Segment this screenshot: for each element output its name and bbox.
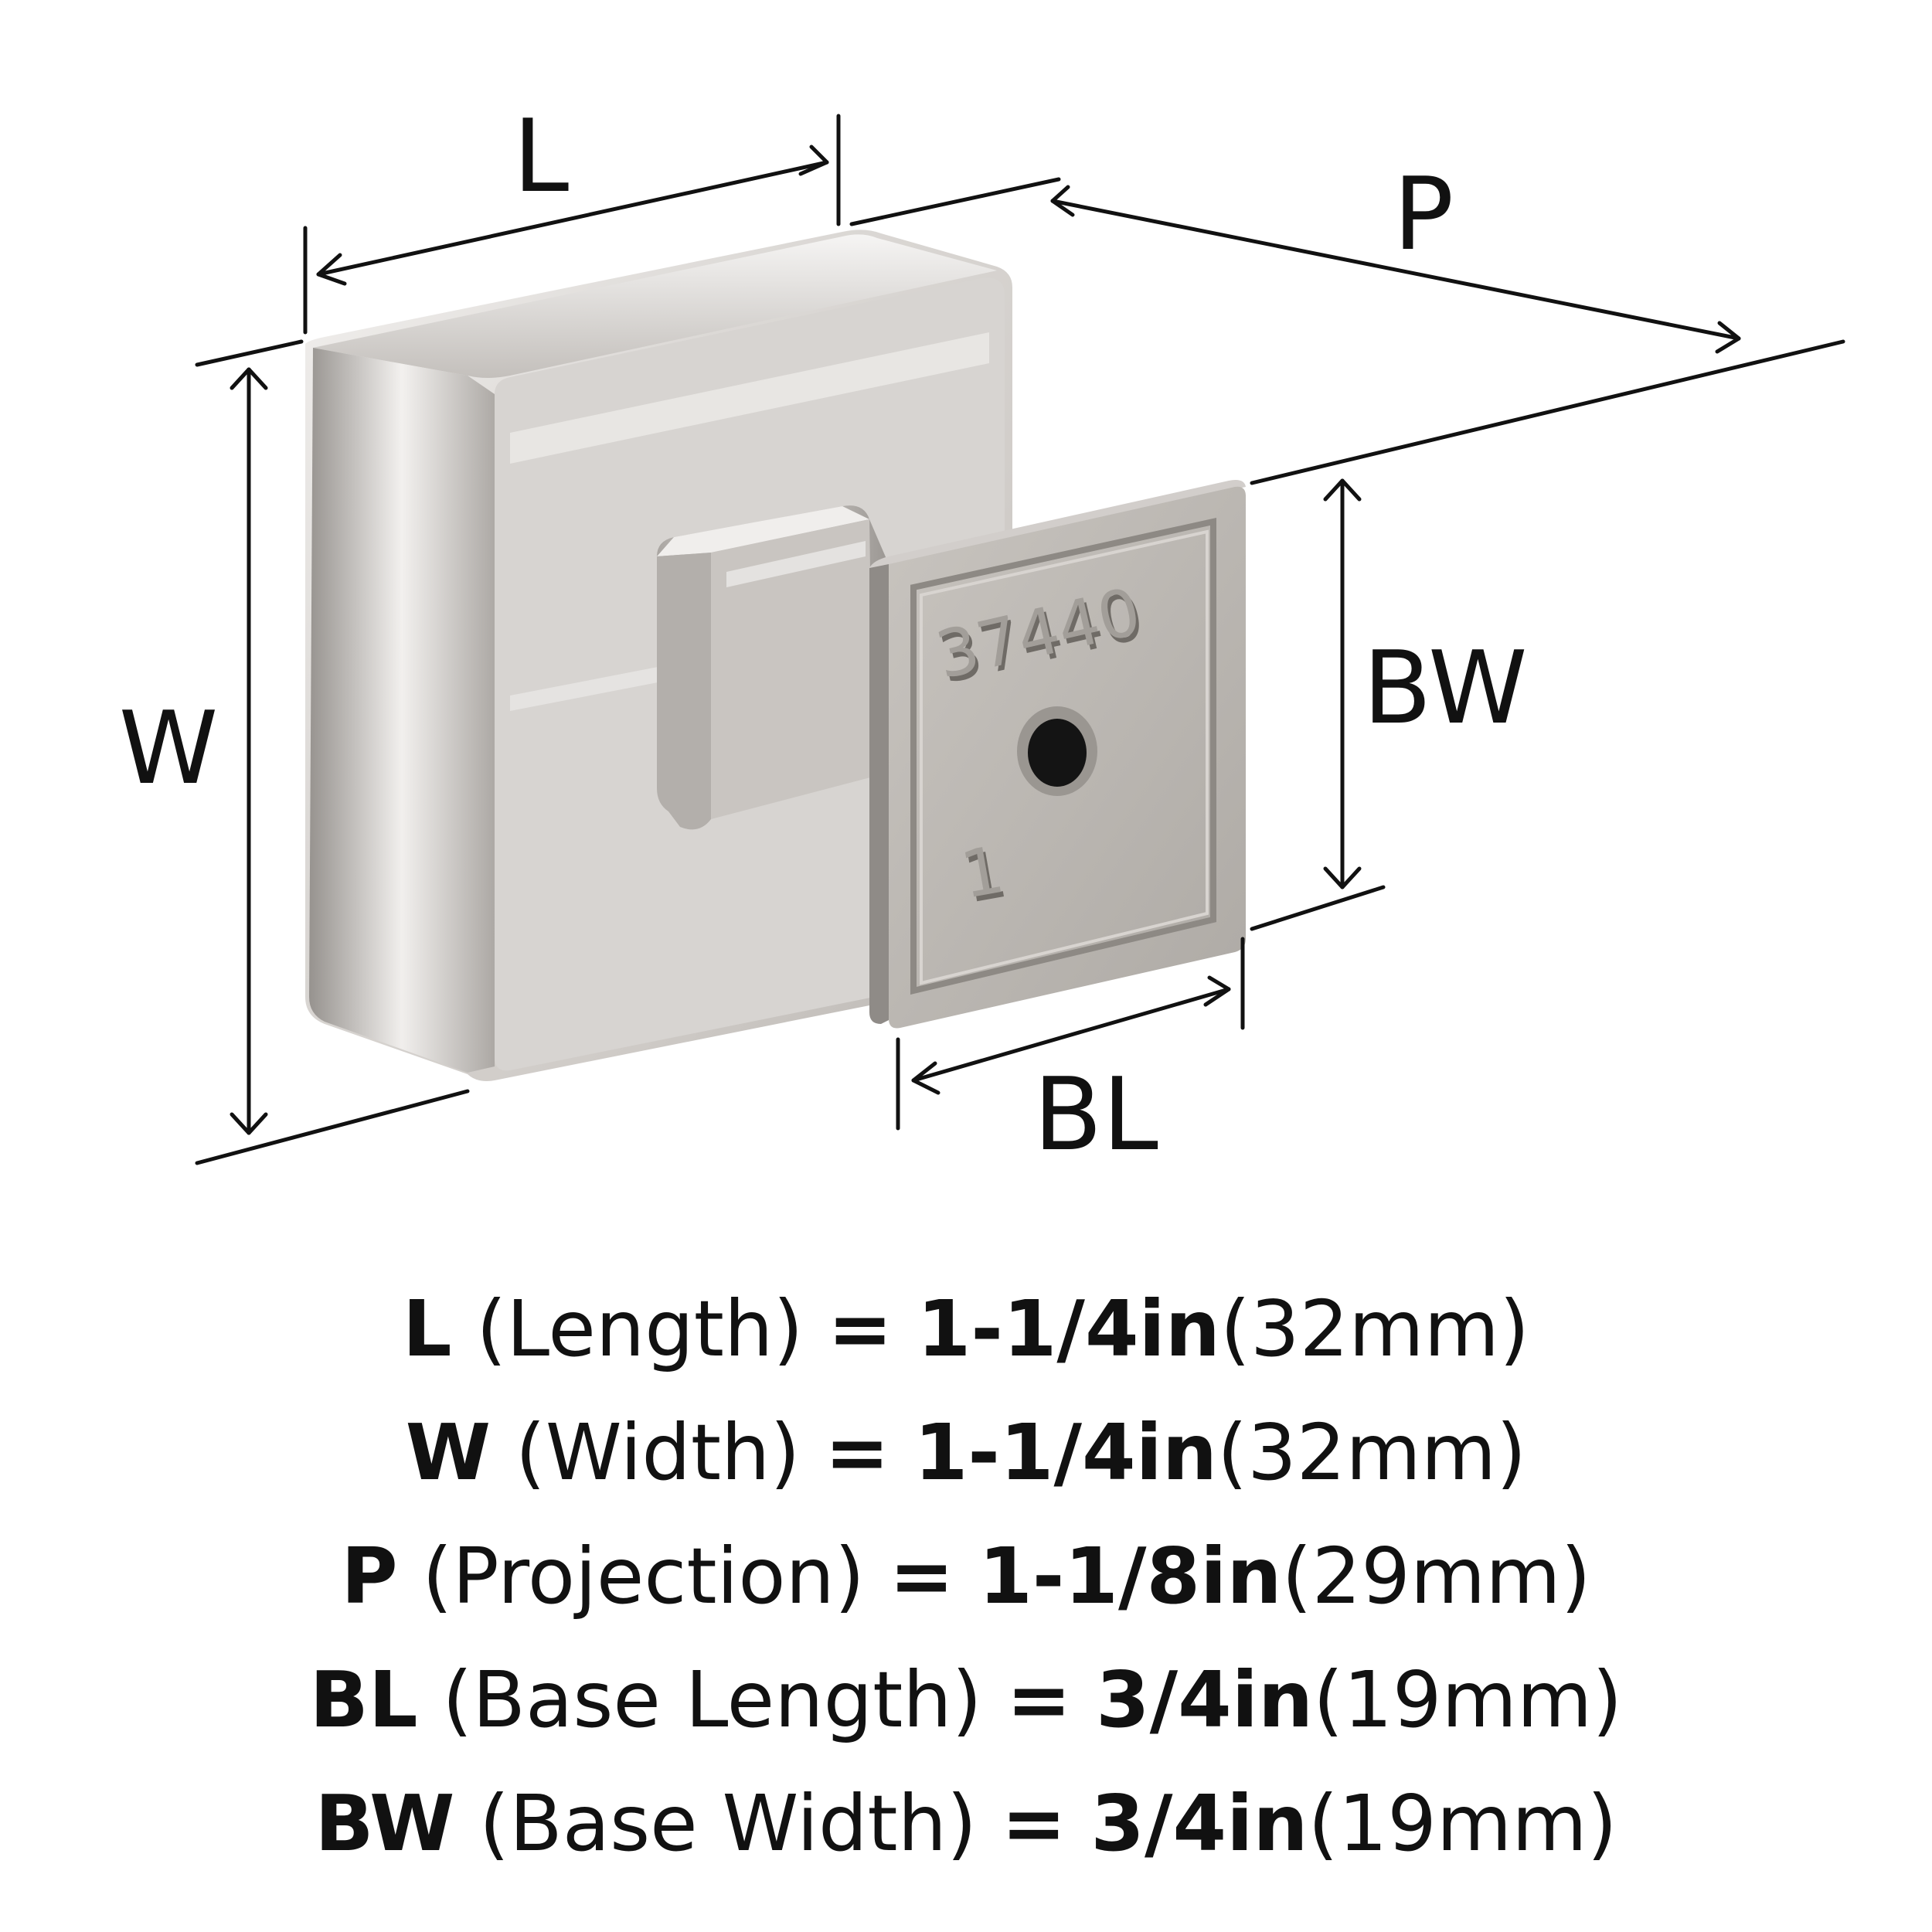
bl-arrow-right — [1203, 975, 1231, 1007]
label-l: L — [513, 97, 569, 215]
spec-code: L — [402, 1284, 452, 1374]
dimension-lines — [195, 114, 1845, 1165]
w-extension-bottom — [195, 1089, 470, 1165]
p-arrow-right — [1715, 321, 1741, 354]
spec-imperial: 1-1/4in — [913, 1407, 1218, 1498]
spec-imperial: 3/4in — [1090, 1778, 1308, 1869]
bw-arrow-top — [1323, 478, 1362, 502]
spec-metric: (19mm) — [1313, 1655, 1623, 1745]
bw-arrow-bottom — [1323, 866, 1362, 889]
spec-metric: (32mm) — [1217, 1407, 1527, 1498]
spec-metric: (19mm) — [1308, 1778, 1617, 1869]
spec-imperial: 3/4in — [1096, 1655, 1314, 1745]
label-w: W — [119, 689, 219, 807]
spec-row-width: W (Width) = 1-1/4in(32mm) — [0, 1391, 1932, 1515]
spec-code: P — [341, 1531, 398, 1621]
l-arrow-left — [316, 253, 347, 286]
w-arrow-bottom — [230, 1112, 268, 1135]
spec-description: (Projection) — [422, 1531, 865, 1621]
spec-description: (Base Width) — [479, 1778, 978, 1869]
p-extension-right — [1250, 339, 1845, 485]
spec-row-length: L (Length) = 1-1/4in(32mm) — [0, 1267, 1932, 1391]
end-cap: 37440 37440 1 1 — [869, 480, 1246, 1029]
bl-dimension-line — [911, 987, 1231, 1083]
spec-description: (Length) — [476, 1284, 804, 1374]
dimension-specs: L (Length) = 1-1/4in(32mm) W (Width) = 1… — [0, 1267, 1932, 1886]
bw-extension-bottom — [1250, 885, 1386, 931]
l-arrow-right — [798, 145, 829, 176]
bl-arrow-left — [911, 1061, 940, 1095]
w-arrow-top — [230, 367, 268, 390]
spec-metric: (32mm) — [1220, 1284, 1530, 1374]
dimension-diagram: 37440 37440 1 1 L P — [119, 97, 1845, 1173]
spec-code: BW — [315, 1778, 455, 1869]
p-extension-left — [849, 177, 1061, 226]
spec-equals: = — [1006, 1655, 1072, 1745]
spec-description: (Base Length) — [442, 1655, 982, 1745]
spec-row-projection: P (Projection) = 1-1/8in(29mm) — [0, 1515, 1932, 1638]
label-bl: BL — [1033, 1056, 1158, 1173]
spec-row-base-length: BL (Base Length) = 3/4in(19mm) — [0, 1638, 1932, 1762]
w-extension-top — [195, 339, 304, 367]
spec-code: W — [405, 1407, 492, 1498]
p-dimension-line — [1050, 199, 1741, 341]
spec-equals: = — [889, 1531, 954, 1621]
spec-equals: = — [825, 1407, 890, 1498]
spec-metric: (29mm) — [1281, 1531, 1591, 1621]
l-dimension-line — [316, 160, 829, 277]
label-bw: BW — [1362, 629, 1527, 747]
spec-equals: = — [1001, 1778, 1066, 1869]
spec-imperial: 1-1/4in — [917, 1284, 1220, 1374]
spec-row-base-width: BW (Base Width) = 3/4in(19mm) — [0, 1762, 1932, 1886]
spec-equals: = — [828, 1284, 893, 1374]
hook-stem — [657, 505, 889, 830]
label-p: P — [1393, 155, 1454, 273]
spec-description: (Width) — [515, 1407, 801, 1498]
spec-code: BL — [309, 1655, 418, 1745]
p-arrow-left — [1050, 185, 1075, 217]
spec-imperial: 1-1/8in — [978, 1531, 1282, 1621]
